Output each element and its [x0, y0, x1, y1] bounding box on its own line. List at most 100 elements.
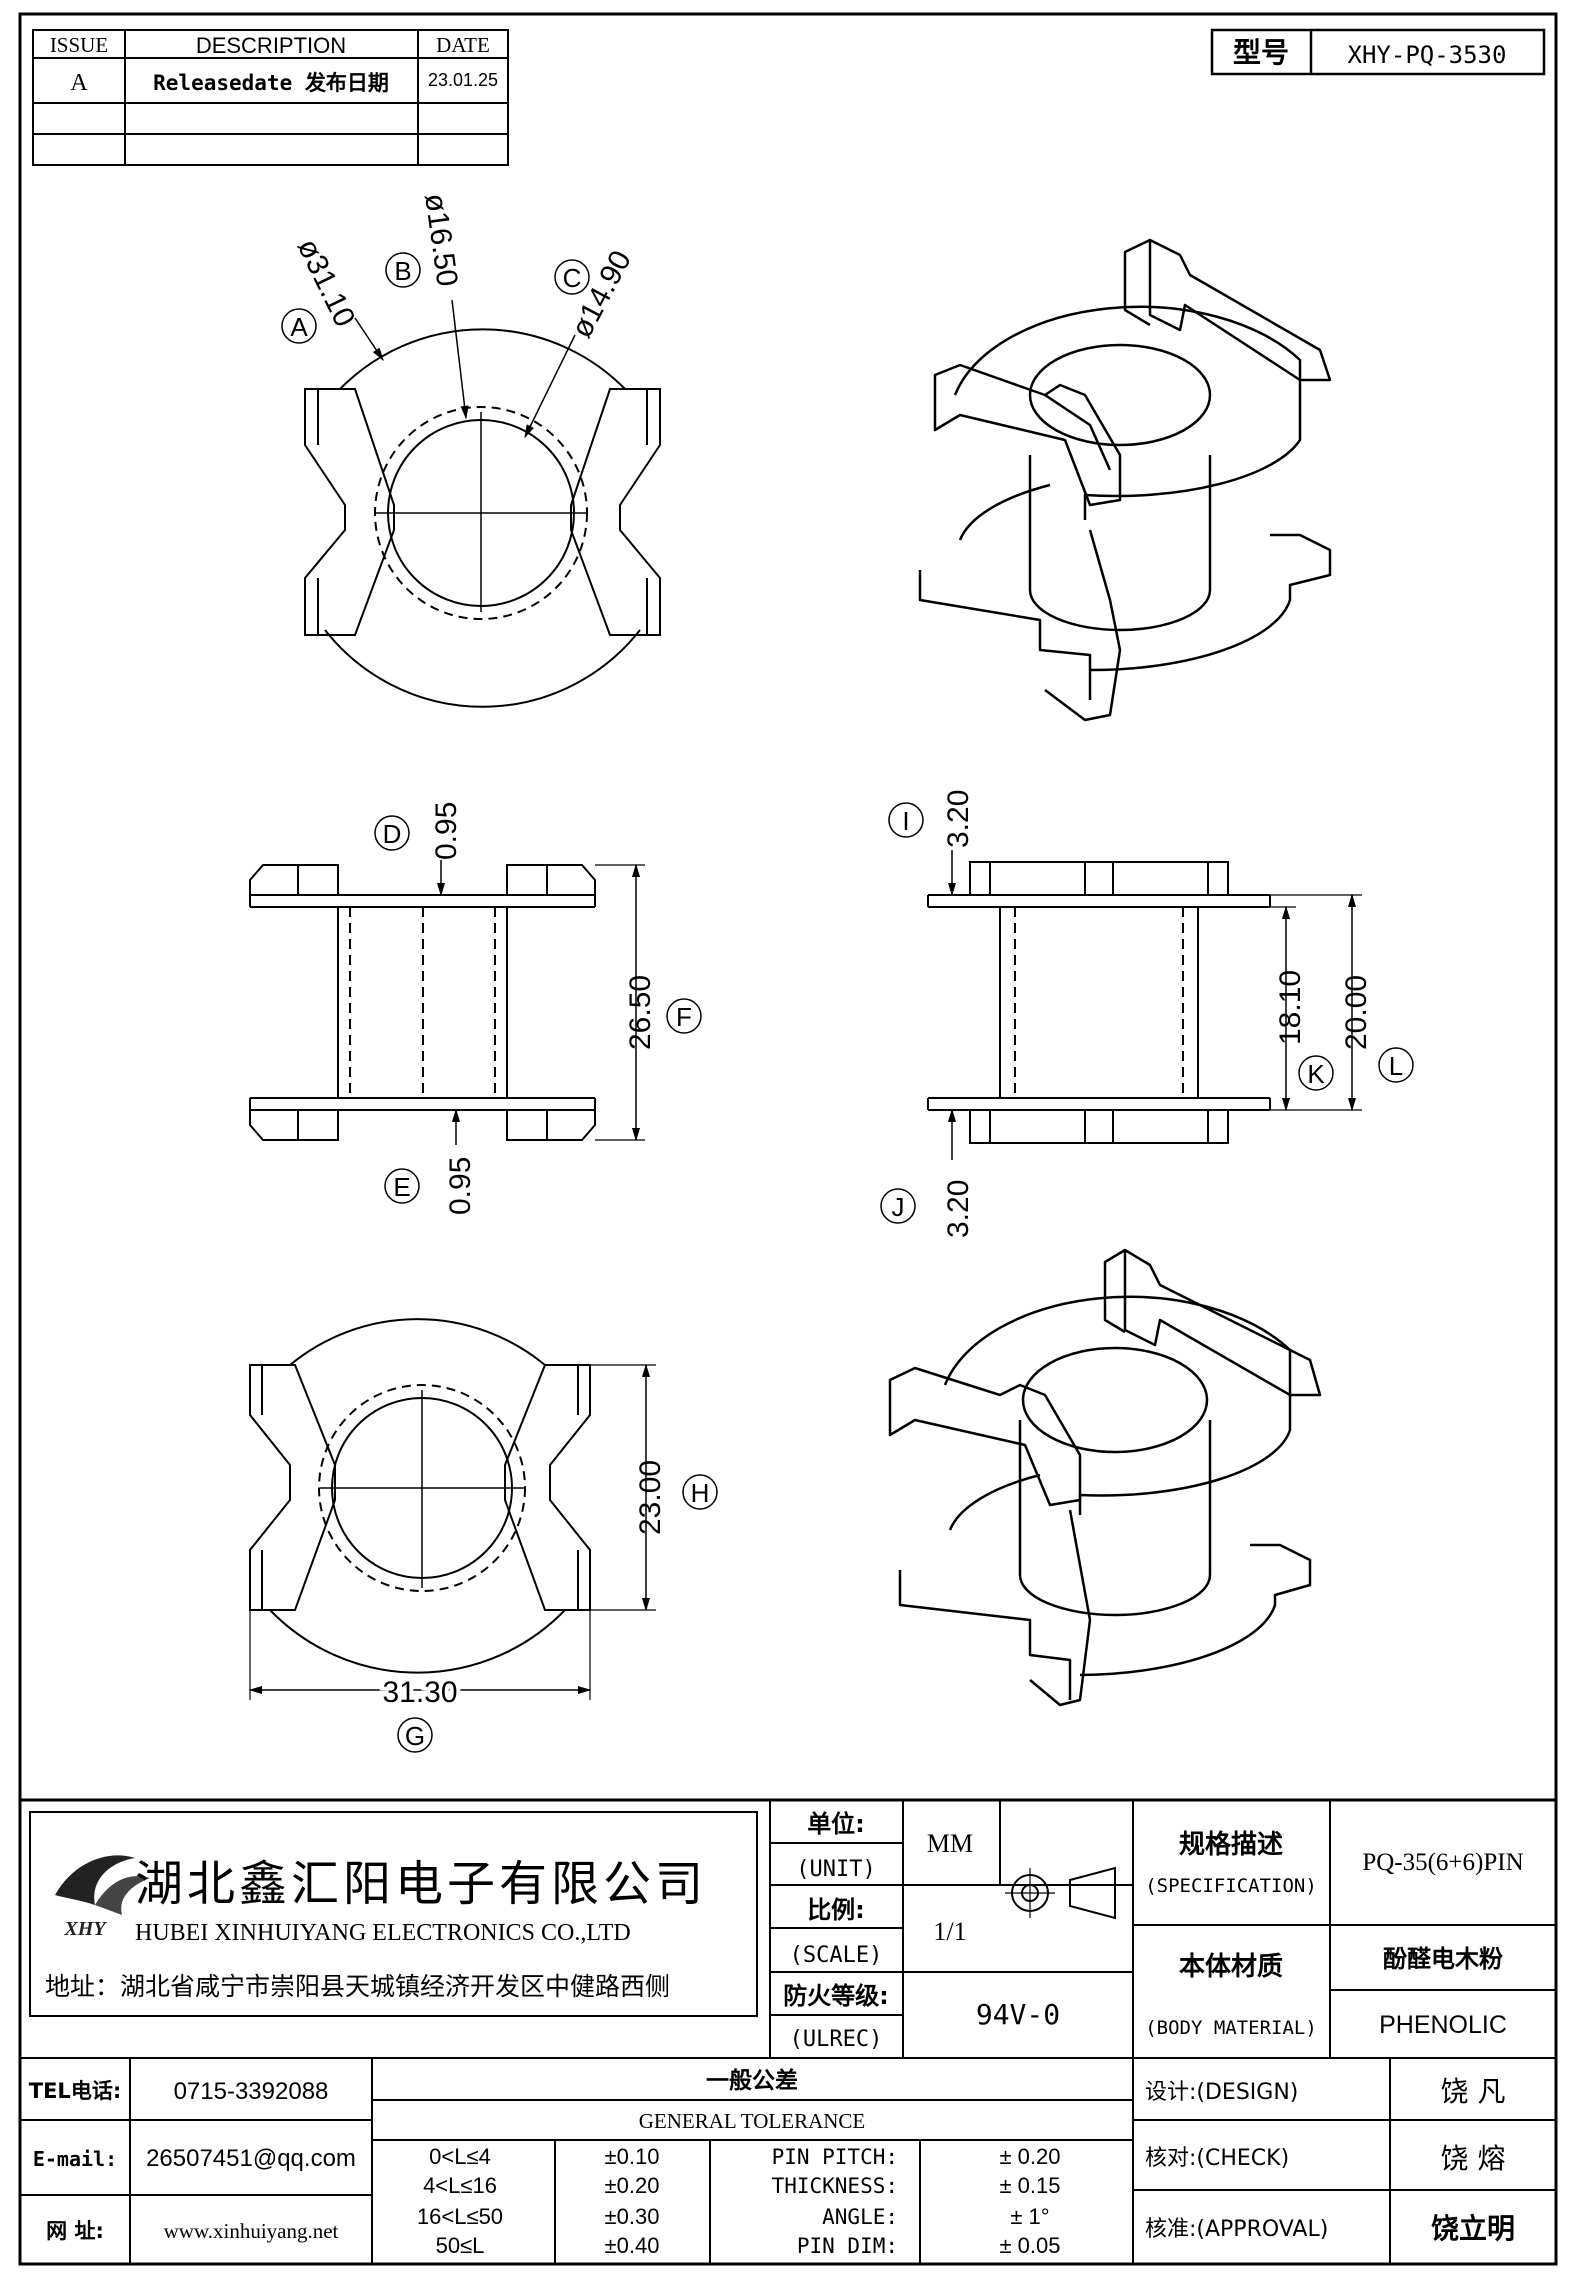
material-value-cn: 酚醛电木粉 — [1383, 1945, 1503, 1973]
dim-c-balloon — [554, 259, 590, 295]
fire-label-en: (ULREC) — [790, 2027, 883, 2052]
tolerance-spec-value: ± 1° — [1010, 2204, 1049, 2229]
tel-label: TEL电话: — [29, 2079, 121, 2103]
dim-i-letter: I — [902, 806, 909, 836]
material-value-en: PHENOLIC — [1379, 2011, 1507, 2039]
material-label-en: (BODY MATERIAL) — [1145, 2017, 1317, 2039]
company-name-cn: 湖北鑫汇阳电子有限公司 — [135, 1858, 707, 1911]
scale-label-en: (SCALE) — [790, 1943, 883, 1968]
signoff-design-name: 饶 凡 — [1441, 2075, 1506, 2108]
unit-label-en: (UNIT) — [796, 1857, 875, 1882]
company-address: 地址：湖北省咸宁市崇阳县天城镇经济开发区中健路西侧 — [45, 1972, 670, 2001]
dim-d-balloon — [374, 815, 410, 851]
tolerance-spec-name: PIN PITCH: — [772, 2145, 898, 2169]
dim-l-balloon — [1378, 1047, 1414, 1083]
dim-i-balloon — [888, 802, 924, 838]
rev-date: 23.01.25 — [428, 70, 498, 90]
rev-header-description: DESCRIPTION — [196, 33, 346, 58]
tel-value: 0715-3392088 — [174, 2078, 329, 2105]
tolerance-value: ±0.20 — [605, 2173, 660, 2198]
isometric-view-upper — [918, 238, 1332, 722]
rev-header-issue: ISSUE — [50, 33, 108, 57]
drawing-border — [18, 12, 1558, 2266]
isometric-view-lower — [888, 1248, 1322, 1707]
tolerance-title-en: GENERAL TOLERANCE — [639, 2109, 866, 2133]
tolerance-ranges: 0<L≤4 ±0.10 4<L≤16 ±0.20 16<L≤50 ±0.30 5… — [417, 2144, 660, 2258]
dim-i-value: 3.20 — [942, 790, 975, 848]
dim-f-balloon — [666, 998, 702, 1034]
dim-l-value: 20.00 — [1340, 975, 1373, 1050]
signoff-approval-name: 饶立明 — [1431, 2212, 1515, 2245]
tolerance-spec-name: THICKNESS: — [772, 2174, 898, 2198]
dim-d-value: 0.95 — [430, 802, 463, 860]
tolerance-spec-name: PIN DIM: — [797, 2234, 898, 2258]
dim-h-balloon — [682, 1474, 718, 1510]
rev-header-date: DATE — [436, 33, 490, 57]
dim-h-value: 23.00 — [634, 1460, 667, 1535]
dim-a-letter: A — [290, 312, 308, 342]
dim-d-letter: D — [383, 819, 402, 849]
dim-b-letter: B — [394, 256, 411, 286]
bottom-view — [249, 1318, 591, 1674]
dim-g-balloon — [397, 1717, 433, 1753]
tolerance-spec-value: ± 0.20 — [999, 2144, 1060, 2169]
model-value: XHY-PQ-3530 — [1348, 41, 1507, 69]
company-logo: XHY — [55, 1855, 150, 1940]
dim-k-value: 18.10 — [1274, 970, 1307, 1045]
model-label: 型号 — [1233, 36, 1289, 69]
dim-e-letter: E — [393, 1172, 410, 1202]
dim-k-letter: K — [1307, 1059, 1325, 1089]
spec-label-en: (SPECIFICATION) — [1145, 1875, 1317, 1897]
dim-g-letter: G — [405, 1721, 425, 1751]
dim-b-value: ø16.50 — [418, 191, 464, 288]
dim-b-leader — [451, 299, 469, 420]
dim-e-balloon — [384, 1168, 420, 1204]
dim-a-balloon — [281, 308, 317, 344]
tolerance-range: 4<L≤16 — [423, 2173, 497, 2198]
email-value: 26507451@qq.com — [146, 2145, 356, 2172]
side-view — [927, 861, 1271, 1144]
email-label: E-mail: — [33, 2147, 117, 2171]
dim-e-value: 0.95 — [444, 1157, 477, 1215]
web-label: 网 址: — [46, 2219, 104, 2243]
model-box — [1210, 28, 1546, 76]
dim-k-balloon — [1298, 1055, 1334, 1091]
dim-c-letter: C — [563, 263, 582, 293]
dim-g-value: 31.30 — [382, 1676, 457, 1709]
tolerance-value: ±0.30 — [605, 2204, 660, 2229]
dim-f-value: 26.50 — [624, 975, 657, 1050]
revision-table — [32, 29, 509, 166]
tolerance-range: 16<L≤50 — [417, 2204, 503, 2229]
top-view — [304, 328, 661, 708]
dim-f-letter: F — [676, 1002, 692, 1032]
dim-c-leader — [524, 334, 576, 439]
tolerance-value: ±0.40 — [605, 2233, 660, 2258]
logo-text: XHY — [63, 1918, 107, 1940]
fire-label-cn: 防火等级: — [783, 1982, 889, 2010]
dim-j-value: 3.20 — [942, 1180, 975, 1238]
title-block-grid — [20, 1800, 1556, 2264]
front-view — [249, 864, 596, 1141]
dim-j-balloon — [880, 1188, 916, 1224]
rev-issue: A — [70, 70, 88, 96]
rev-description: Releasedate 发布日期 — [153, 71, 389, 95]
dim-b-balloon — [385, 252, 421, 288]
tolerance-range: 0<L≤4 — [429, 2144, 491, 2169]
company-name-en: HUBEI XINHUIYANG ELECTRONICS CO.,LTD — [135, 1920, 631, 1946]
tolerance-value: ±0.10 — [605, 2144, 660, 2169]
tolerance-title-cn: 一般公差 — [706, 2067, 798, 2094]
spec-value: PQ-35(6+6)PIN — [1362, 1849, 1523, 1876]
web-value: www.xinhuiyang.net — [164, 2219, 339, 2243]
fire-value: 94V-0 — [976, 1998, 1060, 2031]
tolerance-spec-name: ANGLE: — [822, 2205, 898, 2229]
dim-j-letter: J — [892, 1192, 905, 1222]
signoff-design-label: 设计:(DESIGN) — [1145, 2080, 1298, 2105]
tolerance-specs: PIN PITCH: ± 0.20 THICKNESS: ± 0.15 ANGL… — [772, 2144, 1061, 2258]
signoff-check-name: 饶 熔 — [1441, 2142, 1506, 2175]
signoff-approval-label: 核准:(APPROVAL) — [1145, 2217, 1328, 2242]
unit-value: MM — [927, 1829, 973, 1858]
tolerance-spec-value: ± 0.05 — [999, 2233, 1060, 2258]
projection-symbol — [1005, 1866, 1116, 1920]
tolerance-spec-value: ± 0.15 — [999, 2173, 1060, 2198]
